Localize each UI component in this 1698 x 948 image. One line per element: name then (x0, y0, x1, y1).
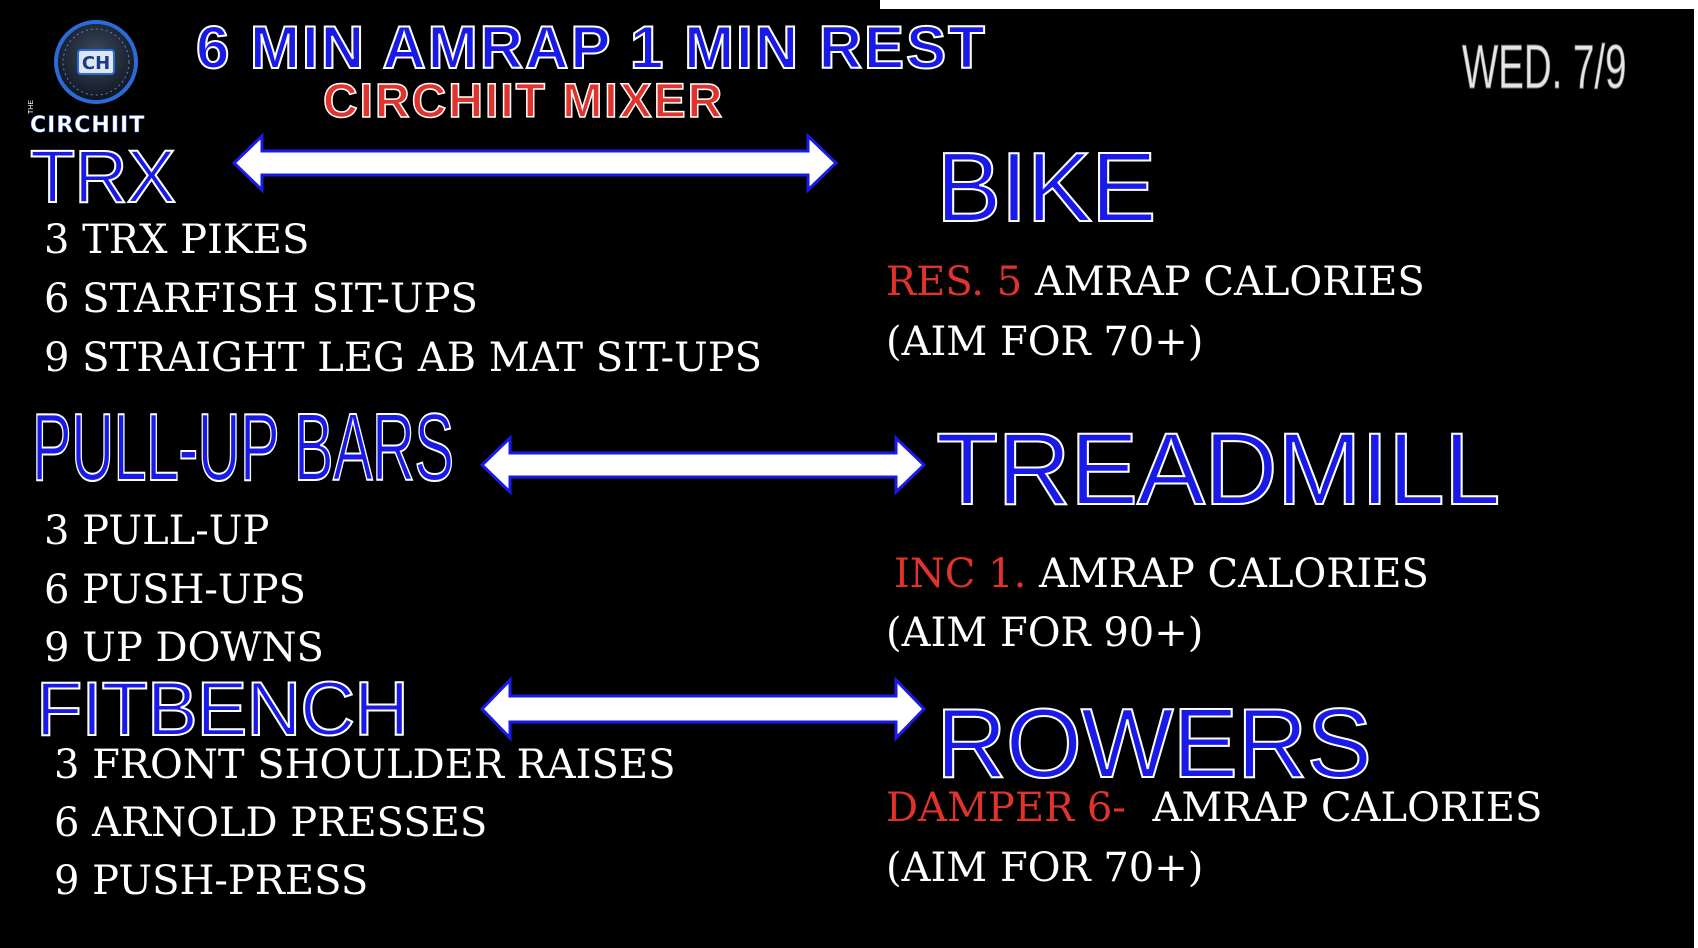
station-instruction: RES. 5 AMRAP CALORIES (886, 262, 1425, 302)
setting-value: RES. 5 (886, 259, 1023, 305)
list-item: 3 TRX PIKES (44, 217, 310, 263)
list-item: 6 ARNOLD PRESSES (54, 800, 488, 846)
top-border (880, 0, 1698, 9)
station-instruction: INC 1. AMRAP CALORIES (894, 554, 1429, 594)
date-label: WED. 7/9 (1462, 33, 1627, 103)
ch-badge-icon: CH (54, 20, 138, 104)
page-title: 6 MIN AMRAP 1 MIN REST (195, 14, 987, 81)
station-rowers: ROWERS (935, 688, 1373, 798)
station-trx: TRX (29, 135, 177, 218)
list-item: 3 PULL-UP (44, 508, 270, 554)
list-item: 3 FRONT SHOULDER RAISES (54, 742, 676, 788)
task-text: AMRAP CALORIES (1034, 259, 1425, 305)
list-item: 9 STRAIGHT LEG AB MAT SIT-UPS (44, 335, 763, 381)
double-arrow-icon (479, 676, 927, 742)
list-item: 9 PUSH-PRESS (54, 858, 369, 904)
page-subtitle: CIRCHIIT MIXER (322, 75, 725, 128)
list-item: 6 PUSH-UPS (44, 567, 306, 613)
logo-monogram: CH (82, 53, 110, 74)
list-item: 6 STARFISH SIT-UPS (44, 276, 478, 322)
aim-text: (AIM FOR 90+) (886, 610, 1204, 656)
double-arrow-icon (231, 132, 839, 194)
station-pull-up-bars: PULL-UP BARS (31, 394, 454, 501)
logo-word: CIRCHIIT (30, 113, 146, 139)
aim-text: (AIM FOR 70+) (886, 845, 1204, 891)
setting-value: INC 1. (894, 551, 1027, 597)
right-border (1694, 0, 1698, 948)
double-arrow-icon (479, 434, 927, 496)
station-treadmill: TREADMILL (935, 412, 1501, 526)
station-instruction: DAMPER 6- AMRAP CALORIES (886, 788, 1542, 828)
task-text: AMRAP CALORIES (1152, 785, 1543, 831)
setting-value: DAMPER 6- (886, 785, 1126, 831)
station-fitbench: FITBENCH (35, 667, 410, 752)
logo-prefix: THE (28, 100, 35, 114)
list-item: 9 UP DOWNS (44, 625, 324, 671)
station-bike: BIKE (935, 132, 1157, 242)
aim-text: (AIM FOR 70+) (886, 319, 1204, 365)
task-text: AMRAP CALORIES (1039, 551, 1429, 597)
